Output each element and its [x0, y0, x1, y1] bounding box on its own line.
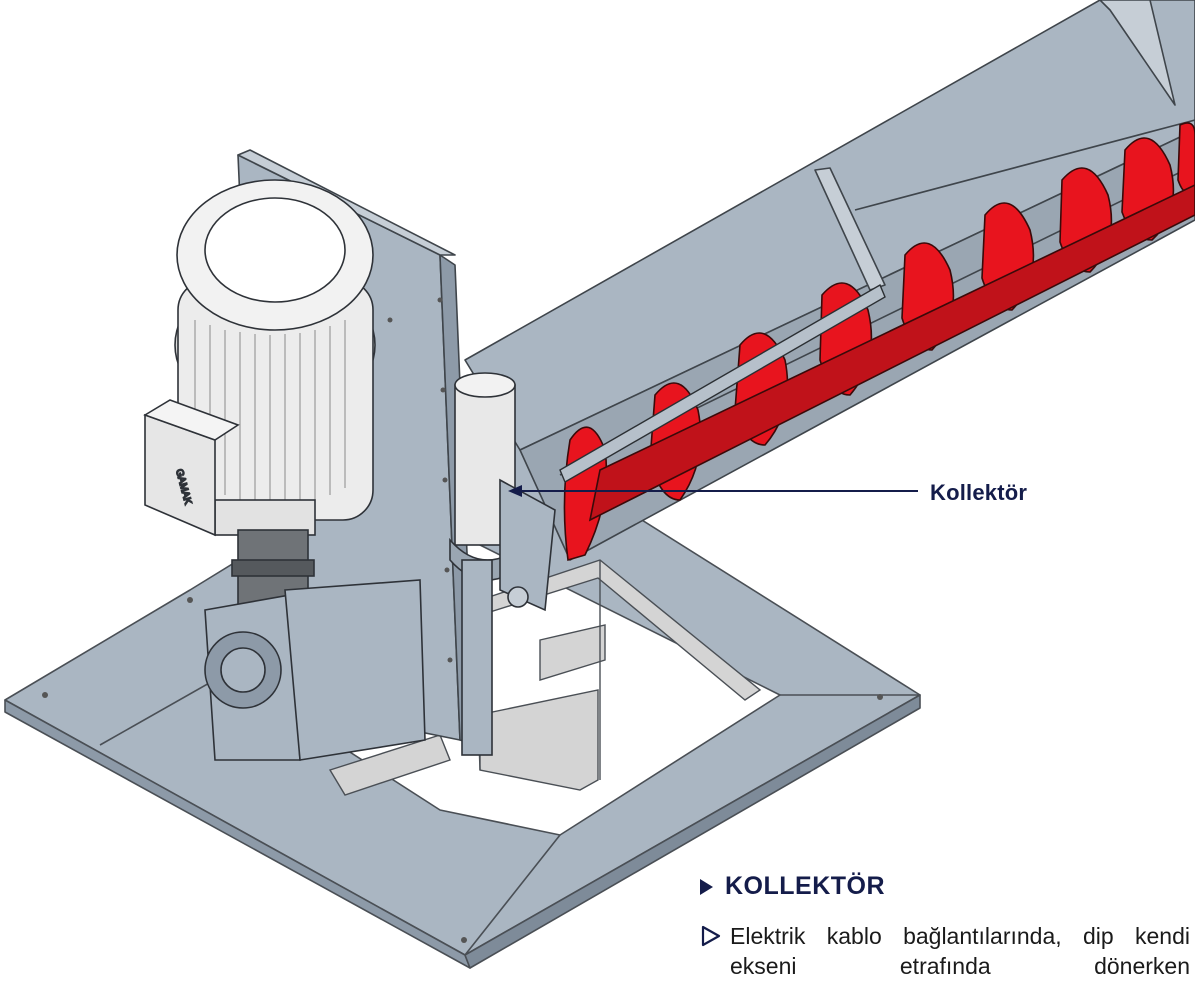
mount-holes	[42, 597, 883, 943]
bullet-text: Elektrik kablo bağlantılarında, dip kend…	[730, 923, 1190, 979]
electric-motor	[174, 179, 376, 536]
gearbox	[204, 529, 426, 761]
callout-label-collector: Kollektör	[930, 480, 1028, 505]
plate-holes	[387, 297, 453, 663]
support-frame	[328, 559, 762, 796]
callout-leader	[508, 485, 918, 497]
section-heading: KOLLEKTÖR	[700, 872, 885, 901]
collector-unit	[449, 372, 556, 756]
bullet-item: Elektrik kablo bağlantılarında, dip kend…	[700, 921, 1195, 981]
screw-shaft	[559, 283, 886, 484]
play-triangle-icon	[700, 878, 713, 895]
section-title: KOLLEKTÖR	[725, 872, 886, 900]
terminal-box: GAMAK	[143, 399, 240, 537]
outline-triangle-icon	[701, 925, 721, 947]
